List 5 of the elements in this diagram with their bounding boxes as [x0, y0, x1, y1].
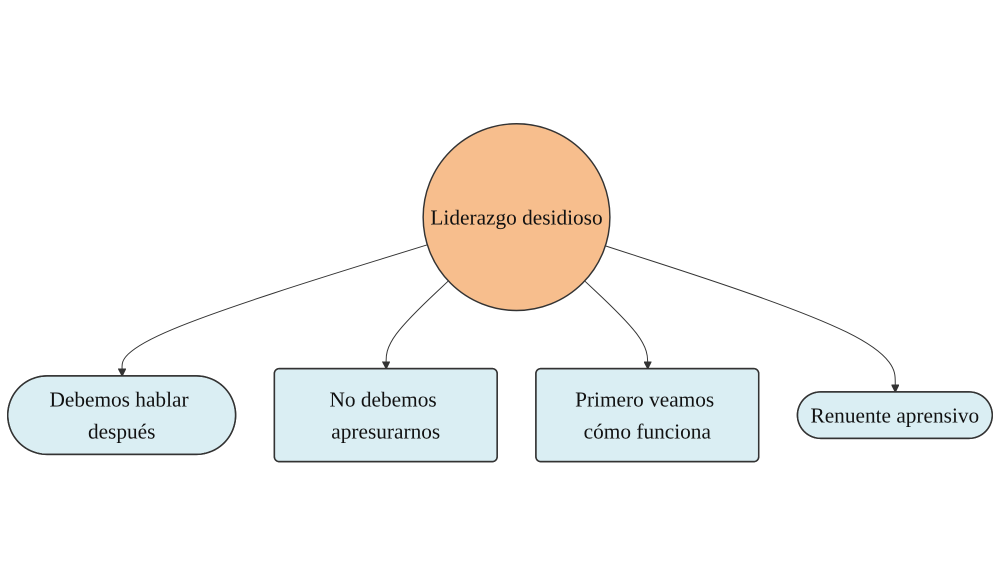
- node-circle: Liderazgo desidioso: [422, 122, 611, 312]
- arrow: [118, 244, 428, 377]
- arrow: [584, 280, 652, 370]
- arrow: [382, 280, 449, 370]
- arrow: [604, 245, 900, 393]
